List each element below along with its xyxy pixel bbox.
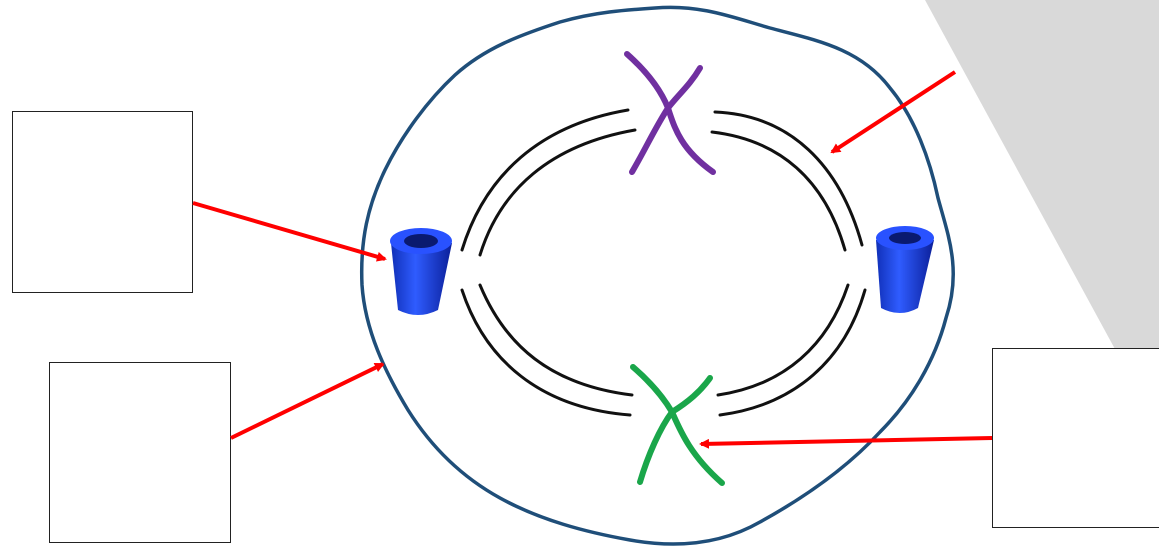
label-box-right[interactable] — [992, 348, 1159, 528]
arrow-to-centriole — [192, 201, 387, 262]
pointer-arrows — [192, 70, 993, 449]
arrow-to-chromosome — [699, 436, 993, 449]
gray-panel-shape — [925, 0, 1159, 430]
label-box-bottom-left[interactable] — [49, 362, 231, 543]
centriole-icon — [390, 228, 452, 315]
spindle-fibers — [460, 108, 867, 417]
label-box-top-left[interactable] — [12, 111, 193, 293]
centriole-icon — [876, 226, 934, 313]
chromosome-icon — [624, 51, 716, 175]
cell-membrane — [359, 5, 956, 546]
chromosome-icon — [630, 364, 725, 486]
arrow-to-spindle — [830, 70, 957, 154]
arrow-to-membrane — [230, 362, 385, 440]
